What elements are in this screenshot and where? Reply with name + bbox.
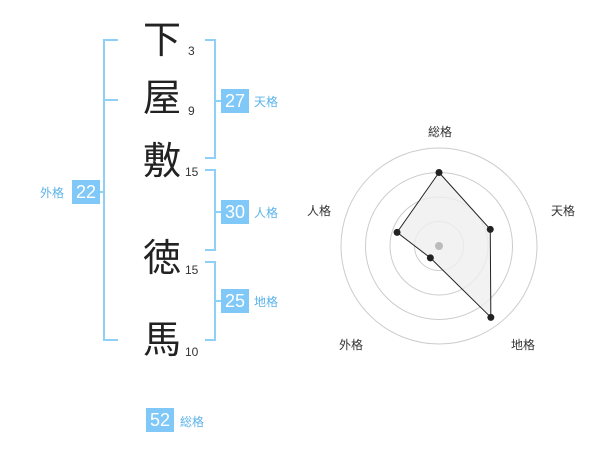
jinkaku-bracket xyxy=(205,169,216,251)
chikaku-label: 地格 xyxy=(254,295,279,309)
stroke-count-2: 9 xyxy=(188,104,195,118)
jinkaku-value: 30 xyxy=(221,200,249,224)
tenkaku-bracket xyxy=(205,39,216,159)
gaikaku-bracket xyxy=(103,39,118,341)
stroke-count-3: 15 xyxy=(185,165,199,179)
radar-axis-label-jinkaku: 人格 xyxy=(307,204,332,218)
stroke-count-4: 15 xyxy=(185,263,199,277)
radar-point-4 xyxy=(426,254,434,262)
name-char-3: 敷 xyxy=(143,141,182,183)
soukaku-label: 総格 xyxy=(180,415,205,429)
radar-point-1 xyxy=(435,169,443,176)
name-char-5: 馬 xyxy=(143,320,182,362)
stroke-count-1: 3 xyxy=(188,44,195,58)
chikaku-value: 25 xyxy=(221,289,249,313)
jinkaku-label: 人格 xyxy=(254,206,279,220)
radar-point-5 xyxy=(393,228,401,236)
radar-ring-1 xyxy=(340,147,538,345)
radar-center-dot xyxy=(435,242,443,250)
radar-point-2 xyxy=(486,225,494,233)
name-char-4: 徳 xyxy=(143,238,182,280)
gaikaku-label: 外格 xyxy=(40,186,65,200)
name-char-2: 屋 xyxy=(143,78,182,120)
radar-axis-label-chikaku: 地格 xyxy=(511,338,536,352)
radar-axis-label-tenkaku: 天格 xyxy=(551,204,576,218)
radar-axis-label-soukaku: 総格 xyxy=(428,125,453,139)
tenkaku-label: 天格 xyxy=(254,95,279,109)
name-char-1: 下 xyxy=(143,20,182,62)
radar-point-3 xyxy=(487,313,495,321)
tenkaku-value: 27 xyxy=(221,89,249,113)
gaikaku-value: 22 xyxy=(72,180,100,204)
radar-polygon xyxy=(396,171,492,319)
soukaku-value: 52 xyxy=(146,408,174,432)
radar-axis-label-gaikaku: 外格 xyxy=(339,338,364,352)
stroke-count-5: 10 xyxy=(185,345,199,359)
